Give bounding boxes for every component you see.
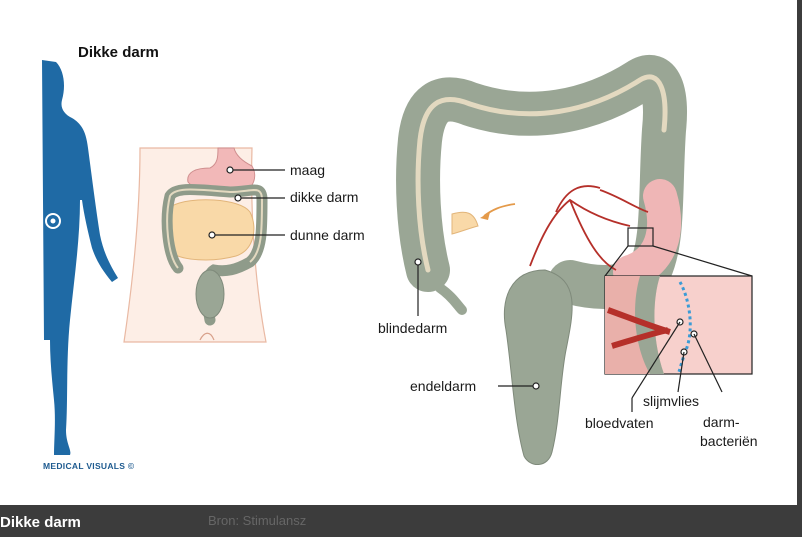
label-bloedvaten: bloedvaten <box>585 415 654 431</box>
label-dunne-darm: dunne darm <box>290 227 365 243</box>
label-dikke-darm: dikke darm <box>290 189 358 205</box>
colon-section-pink <box>613 179 682 289</box>
label-maag: maag <box>290 162 325 178</box>
zoom-box <box>627 227 654 247</box>
caption-title: Dikke darm <box>0 514 81 531</box>
label-darm-line1: darm- <box>703 414 740 430</box>
mucosa-zoom-inset <box>604 275 753 375</box>
caption-source: Bron: Stimulansz <box>208 513 307 528</box>
label-slijmvlies: slijmvlies <box>643 393 699 409</box>
anatomy-diagram: Dikke darm maag dikke darm dunne darm <box>42 44 758 471</box>
figure-title: Dikke darm <box>78 44 159 61</box>
blood-vessels <box>529 185 649 271</box>
frame-edge <box>797 0 802 505</box>
caption-bar: Dikke darm Bron: Stimulansz <box>0 505 802 537</box>
label-endeldarm: endeldarm <box>410 378 476 394</box>
small-intestine <box>162 199 255 261</box>
location-marker-icon <box>45 213 61 229</box>
label-blindedarm: blindedarm <box>378 320 447 336</box>
brand-watermark: MEDICAL VISUALS © <box>43 461 135 471</box>
colon-illustration: Dikke darm maag dikke darm dunne darm <box>42 44 758 471</box>
body-silhouette <box>42 60 118 455</box>
label-darm-line2: bacteriën <box>700 433 758 449</box>
